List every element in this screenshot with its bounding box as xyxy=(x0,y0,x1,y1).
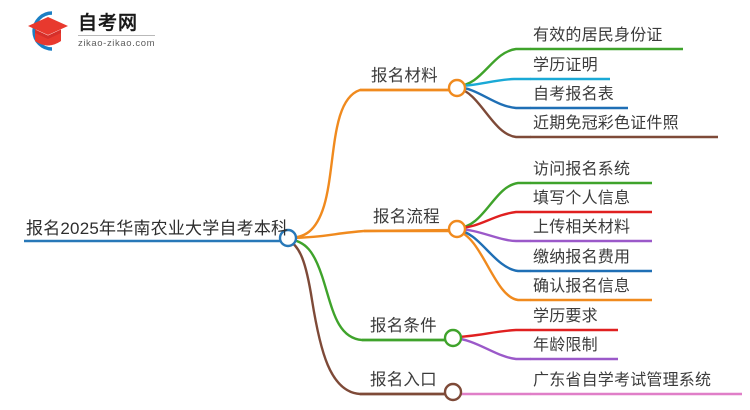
link-liucheng-to-fangwen xyxy=(455,181,532,230)
graduation-cap-icon xyxy=(26,9,72,53)
leaf-label-xueli-yaoqiu[interactable]: 学历要求 xyxy=(533,308,598,325)
leaf-label-tianxie-geren-xinxi[interactable]: 填写个人信息 xyxy=(533,190,631,207)
link-tiaojian-to-nianling xyxy=(451,336,532,361)
leaf-label-shangchuan-xiangguan-cailiao[interactable]: 上传相关材料 xyxy=(533,219,631,236)
leaf-label-fangwen-baoming-xitong[interactable]: 访问报名系统 xyxy=(533,161,631,178)
link-root-to-baomingcailiao xyxy=(286,88,459,240)
branch-node-circle-baomingrukou[interactable] xyxy=(443,382,463,402)
leaf-label-shenfenzheng[interactable]: 有效的居民身份证 xyxy=(533,27,663,44)
link-cailiao-to-baomingbiao xyxy=(455,85,532,110)
branch-node-circle-baomingliucheng[interactable] xyxy=(447,219,467,239)
link-cailiao-to-zhengjianzhao xyxy=(455,86,532,139)
branch-label-baomingrukou[interactable]: 报名入口 xyxy=(370,371,437,389)
root-node-label[interactable]: 报名2025年华南农业大学自考本科 xyxy=(26,219,289,238)
link-tiaojian-to-xueliyaoqiu xyxy=(451,328,532,339)
leaf-label-guangdong-zixue-kaoshi-guanli-xitong[interactable]: 广东省自学考试管理系统 xyxy=(533,372,712,389)
link-root-to-baomingrukou xyxy=(286,238,455,396)
leaf-label-xuelizhengming[interactable]: 学历证明 xyxy=(533,57,598,74)
link-liucheng-to-shangchuan xyxy=(455,227,532,243)
branch-node-circle-baomingtiaojian[interactable] xyxy=(443,328,463,348)
leaf-label-baomingbiao[interactable]: 自考报名表 xyxy=(533,86,615,103)
leaf-label-jiaona-baoming-feiyong[interactable]: 缴纳报名费用 xyxy=(533,249,631,266)
leaf-label-queren-baoming-xinxi[interactable]: 确认报名信息 xyxy=(533,278,631,295)
site-logo[interactable]: 自考网 zikao-zikao.com xyxy=(26,8,186,54)
leaf-label-nianling-xianzhi[interactable]: 年龄限制 xyxy=(533,337,598,354)
branch-node-circle-baomingcailiao[interactable] xyxy=(447,78,467,98)
leaf-label-zhengjianzhao[interactable]: 近期免冠彩色证件照 xyxy=(533,115,679,132)
link-root-to-baomingliucheng xyxy=(286,228,459,240)
branch-label-baomingtiaojian[interactable]: 报名条件 xyxy=(370,317,437,335)
link-root-to-baomingtiaojian xyxy=(286,237,455,342)
logo-domain: zikao-zikao.com xyxy=(78,37,156,49)
branch-label-baomingliucheng[interactable]: 报名流程 xyxy=(373,208,440,226)
branch-label-baomingcailiao[interactable]: 报名材料 xyxy=(371,67,438,85)
link-liucheng-to-queren xyxy=(455,229,532,302)
root-node-circle[interactable] xyxy=(278,228,298,248)
logo-title: 自考网 xyxy=(78,14,156,36)
logo-text-block: 自考网 zikao-zikao.com xyxy=(78,14,156,49)
